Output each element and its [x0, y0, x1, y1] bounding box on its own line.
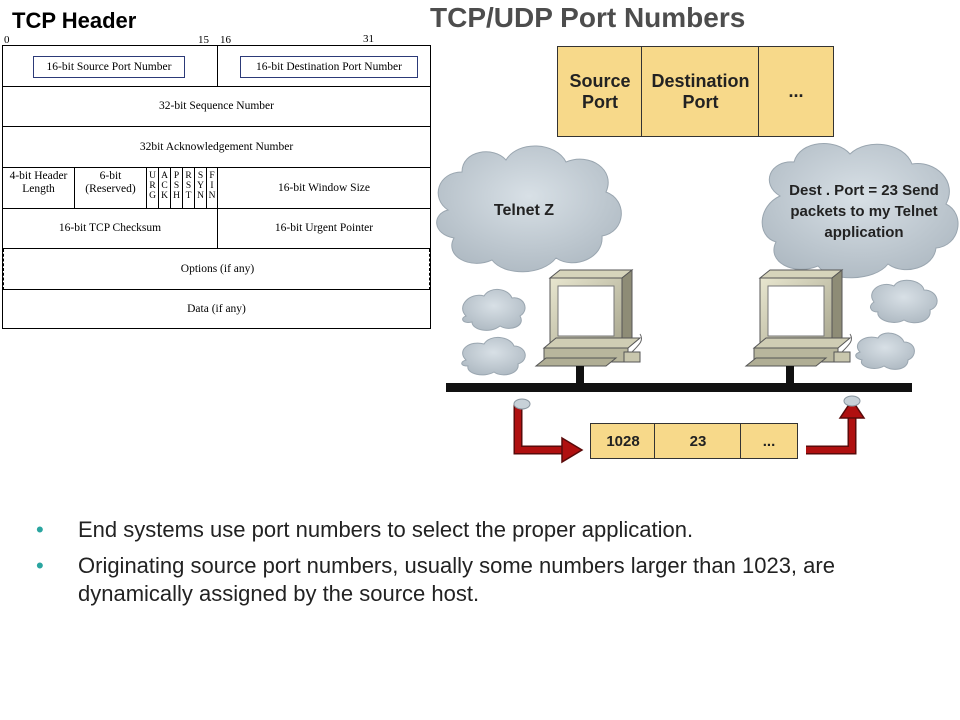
reserved-field: 6-bit (Reserved) [75, 168, 147, 208]
small-cloud-left-top [462, 289, 526, 331]
urgent-pointer-field: 16-bit Urgent Pointer [274, 222, 374, 234]
destination-port-cell: 16-bit Destination Port Number [218, 46, 430, 86]
bit-number-16: 16 [220, 34, 231, 46]
header-row-options: Options (if any) [3, 249, 430, 290]
network-bus [446, 383, 912, 392]
small-cloud-right-top [870, 279, 938, 324]
header-row-data: Data (if any) [3, 290, 430, 328]
packet-destination-port: 23 [654, 423, 742, 459]
bullet-text: End systems use port numbers to select t… [78, 517, 694, 542]
header-row-sequence: 32-bit Sequence Number [3, 87, 430, 127]
bit-number-15: 15 [198, 34, 209, 46]
header-row-ack: 32bit Acknowledgement Number [3, 127, 430, 168]
bit-number-start: 0 [4, 34, 10, 46]
small-cloud-right-bottom [855, 332, 915, 370]
arrow-source-to-packet [513, 398, 584, 464]
tcp-header-title: TCP Header [12, 8, 137, 33]
bullet-item: • End systems use port numbers to select… [36, 516, 936, 544]
checksum-field: 16-bit TCP Checksum [3, 209, 218, 248]
cloud-left-label: Telnet Z [493, 202, 555, 219]
data-field: Data (if any) [187, 302, 246, 315]
header-length-field: 4-bit Header Length [3, 168, 75, 208]
bullet-list: • End systems use port numbers to select… [36, 516, 936, 616]
bullet-dot-icon: • [36, 517, 44, 542]
bullet-dot-icon: • [36, 553, 44, 578]
destination-port-field: 16-bit Destination Port Number [240, 56, 418, 78]
computer-right [744, 268, 853, 384]
telnet-cloud-right [761, 143, 959, 279]
source-port-field: 16-bit Source Port Number [33, 56, 185, 78]
sequence-number-field: 32-bit Sequence Number [159, 100, 274, 112]
small-cloud-left-bottom [461, 337, 526, 376]
port-numbers-title: TCP/UDP Port Numbers [430, 2, 746, 33]
tcp-header-table: 16-bit Source Port Number 16-bit Destina… [2, 45, 431, 329]
destination-port-box: Destination Port [641, 46, 760, 137]
arrow-packet-to-destination [806, 395, 866, 455]
window-size-field: 16-bit Window Size [278, 181, 370, 194]
source-port-cell: 16-bit Source Port Number [3, 46, 218, 86]
source-port-box: Source Port [557, 46, 643, 137]
header-row-ports: 16-bit Source Port Number 16-bit Destina… [3, 46, 430, 87]
bullet-text: Originating source port numbers, usually… [78, 553, 835, 606]
packet-more-fields: ... [740, 423, 798, 459]
bit-number-31: 31 [363, 33, 374, 45]
bullet-item: • Originating source port numbers, usual… [36, 552, 936, 608]
more-fields-box: ... [758, 46, 834, 137]
header-row-checksum: 16-bit TCP Checksum 16-bit Urgent Pointe… [3, 209, 430, 249]
packet-source-port: 1028 [590, 423, 656, 459]
telnet-cloud-left [436, 145, 622, 273]
options-field: Options (if any) [180, 262, 255, 275]
ack-number-field: 32bit Acknowledgement Number [139, 140, 294, 153]
cloud-right-label: Dest . Port = 23 Send packets to my Teln… [789, 182, 939, 241]
computer-left [534, 268, 643, 384]
